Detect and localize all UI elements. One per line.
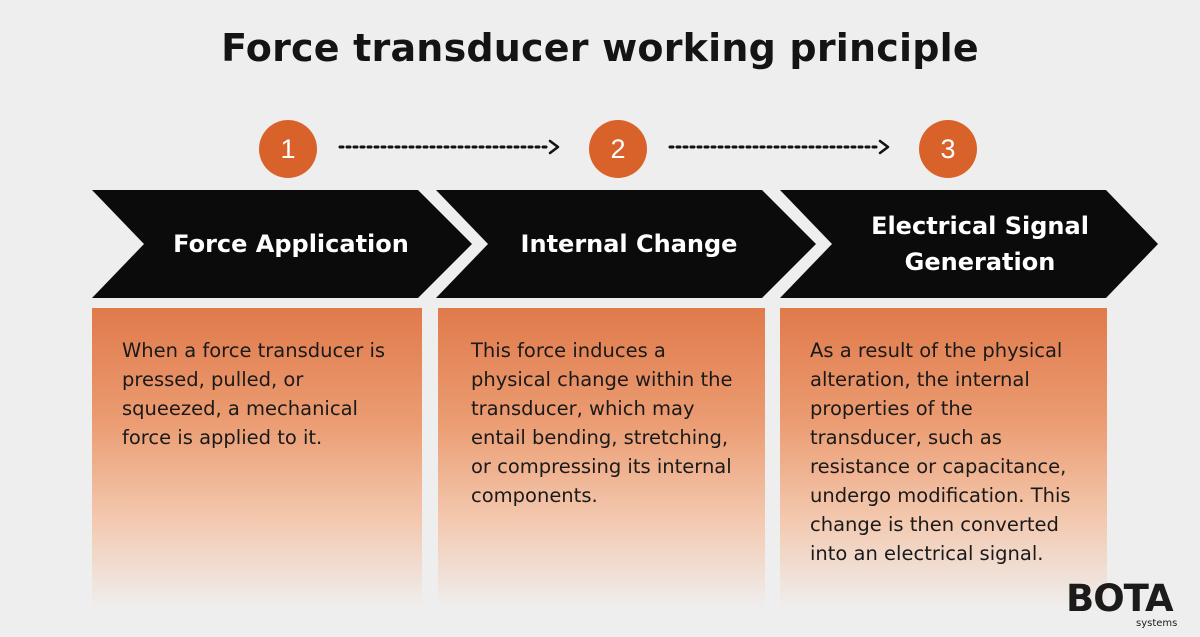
step-number-1: 1: [259, 120, 317, 178]
brand-tagline: systems: [1136, 618, 1178, 629]
brand-logo: BOTA: [1066, 577, 1174, 620]
dotted-arrow-icon: [668, 139, 890, 155]
chevron-step-1: [92, 190, 472, 298]
chevron-step-3: [780, 190, 1158, 298]
step-heading-1: Force Application: [173, 230, 409, 258]
chevron-step-2: [436, 190, 816, 298]
dotted-arrow-icon: [338, 139, 560, 155]
page-title: Force transducer working principle: [221, 26, 979, 70]
description-box-3: [780, 308, 1107, 608]
step-heading-2: Internal Change: [520, 230, 738, 258]
step-description-3: As a result of the physical alteration, …: [810, 339, 1071, 565]
step-number-3: 3: [919, 120, 977, 178]
description-box-1: [92, 308, 422, 608]
step-description-2: This force induces a physical change wit…: [471, 339, 733, 507]
step-number-2: 2: [589, 120, 647, 178]
description-box-2: [438, 308, 765, 608]
step-heading-3: Electrical Signal Generation: [871, 212, 1089, 276]
step-description-1: When a force transducer is pressed, pull…: [122, 339, 386, 449]
